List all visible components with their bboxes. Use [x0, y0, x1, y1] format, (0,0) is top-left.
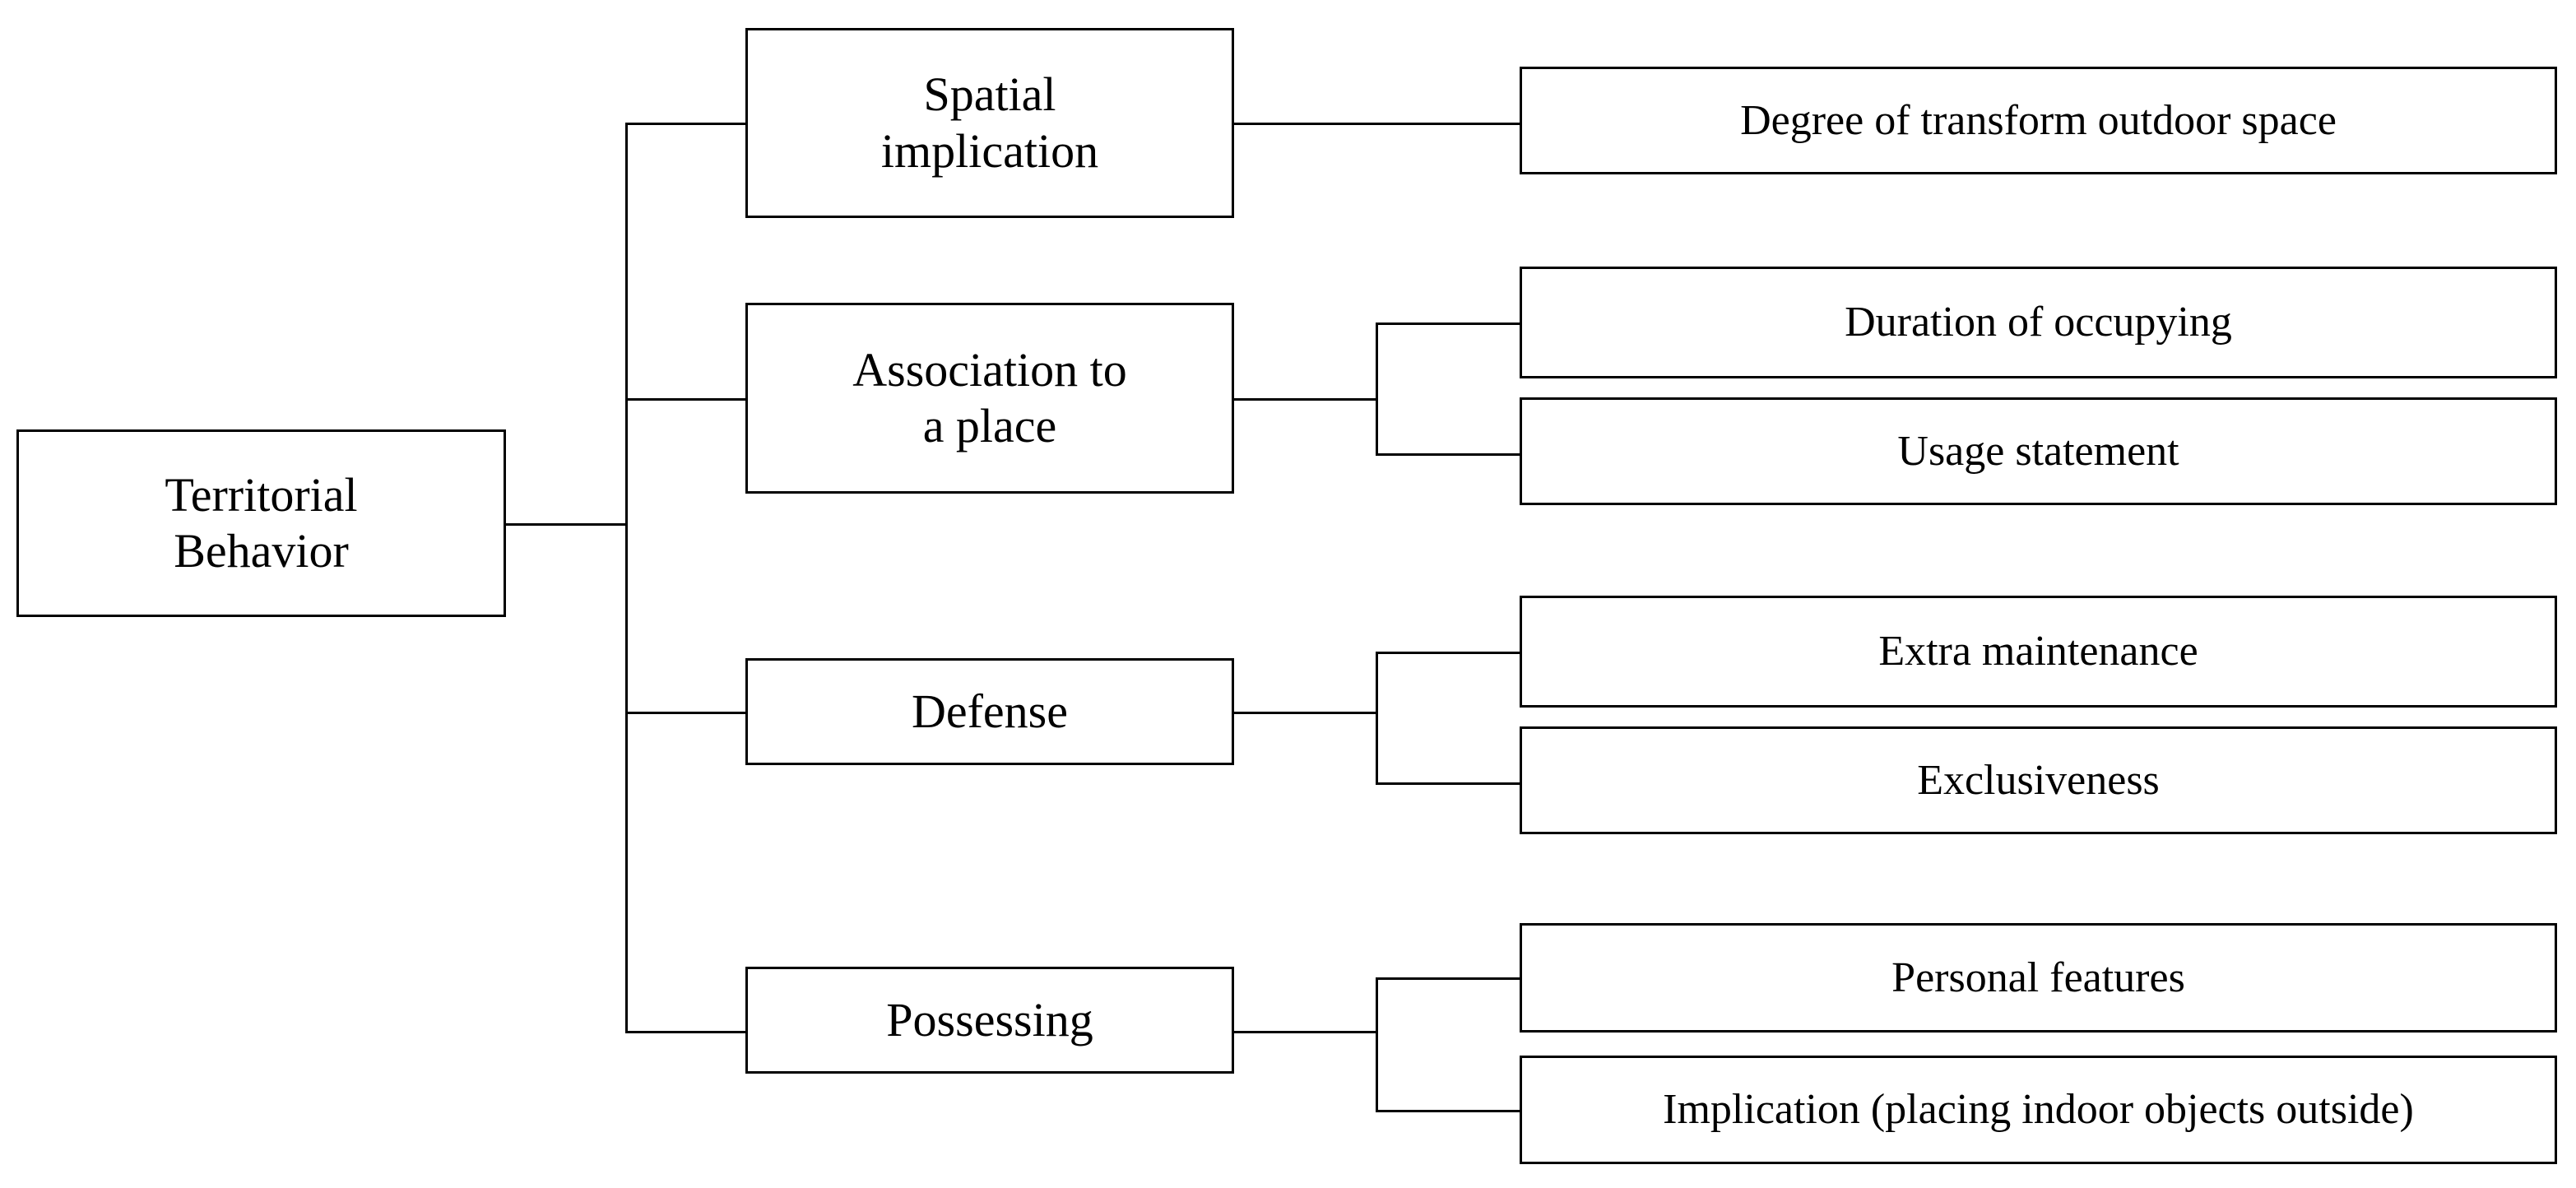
- connector-association-bracket-arm-duration-of-occupying: [1376, 323, 1522, 325]
- connector-defense-bracket-arm-exclusiveness: [1376, 782, 1522, 785]
- node-leaf-duration-of-occupying-label: Duration of occupying: [1845, 299, 2232, 346]
- node-leaf-exclusiveness-label: Exclusiveness: [1917, 756, 2160, 804]
- node-branch-possessing[interactable]: Possessing: [745, 967, 1234, 1074]
- node-leaf-duration-of-occupying[interactable]: Duration of occupying: [1520, 267, 2557, 378]
- connector-possessing-bracket-vertical: [1376, 977, 1378, 1111]
- connector-trunk-arm-association-to-a-place: [625, 398, 748, 401]
- connector-trunk-arm-spatial-implication: [625, 123, 748, 125]
- node-leaf-degree-of-transform-outdoor-space[interactable]: Degree of transform outdoor space: [1520, 67, 2557, 174]
- node-leaf-personal-features-label: Personal features: [1891, 954, 2185, 1001]
- node-root-territorial-behavior[interactable]: Territorial Behavior: [16, 429, 506, 617]
- node-branch-possessing-label: Possessing: [886, 992, 1093, 1046]
- node-branch-spatial-implication[interactable]: Spatial implication: [745, 28, 1234, 218]
- connector-trunk-arm-possessing: [625, 1031, 748, 1033]
- node-leaf-extra-maintenance[interactable]: Extra maintenance: [1520, 596, 2557, 708]
- node-branch-association-to-a-place[interactable]: Association to a place: [745, 303, 1234, 494]
- connector-root-to-trunk: [506, 523, 628, 526]
- connector-association-to-bracket: [1234, 398, 1378, 401]
- node-leaf-personal-features[interactable]: Personal features: [1520, 923, 2557, 1033]
- connector-trunk-vertical: [625, 123, 628, 1031]
- node-branch-defense[interactable]: Defense: [745, 658, 1234, 765]
- connector-defense-bracket-vertical: [1376, 652, 1378, 783]
- node-leaf-usage-statement-label: Usage statement: [1897, 427, 2179, 475]
- connector-trunk-arm-defense: [625, 712, 748, 714]
- node-leaf-implication-placing-indoor-objects-outside-label: Implication (placing indoor objects outs…: [1663, 1086, 2414, 1134]
- connector-spatial-implication-to-leaf: [1234, 123, 1520, 125]
- node-branch-defense-label: Defense: [911, 684, 1068, 738]
- node-leaf-exclusiveness[interactable]: Exclusiveness: [1520, 726, 2557, 834]
- connector-association-bracket-arm-usage-statement: [1376, 453, 1522, 456]
- node-branch-association-to-a-place-label: Association to a place: [852, 342, 1127, 452]
- connector-possessing-bracket-arm-personal-features: [1376, 977, 1522, 980]
- node-branch-spatial-implication-label: Spatial implication: [880, 67, 1099, 178]
- connector-association-bracket-vertical: [1376, 323, 1378, 455]
- connector-defense-to-bracket: [1234, 712, 1378, 714]
- node-leaf-usage-statement[interactable]: Usage statement: [1520, 397, 2557, 505]
- node-leaf-implication-placing-indoor-objects-outside[interactable]: Implication (placing indoor objects outs…: [1520, 1056, 2557, 1164]
- node-leaf-extra-maintenance-label: Extra maintenance: [1878, 628, 2198, 675]
- node-root-label: Territorial Behavior: [165, 467, 358, 578]
- connector-possessing-bracket-arm-implication: [1376, 1110, 1522, 1112]
- connector-possessing-to-bracket: [1234, 1031, 1378, 1033]
- connector-defense-bracket-arm-extra-maintenance: [1376, 652, 1522, 654]
- node-leaf-degree-of-transform-outdoor-space-label: Degree of transform outdoor space: [1740, 96, 2337, 144]
